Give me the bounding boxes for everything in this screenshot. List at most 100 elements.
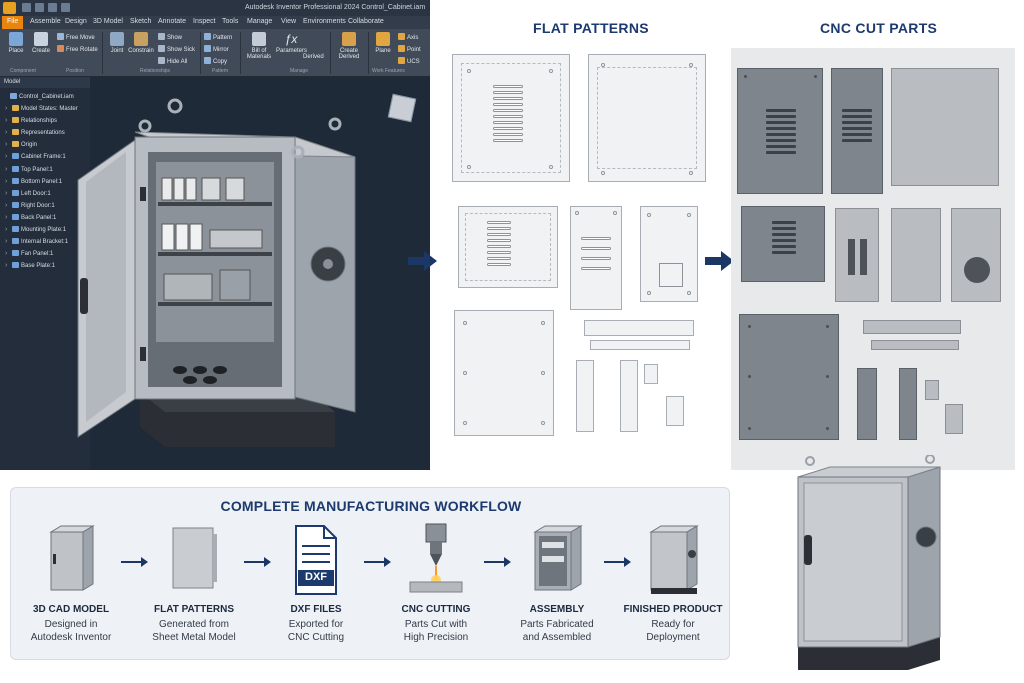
sheet-icon [172, 527, 217, 589]
function-fx-icon: ƒx [284, 32, 298, 46]
flat-pattern-clip [666, 396, 684, 426]
arrow-right-icon [604, 557, 631, 567]
tab-collaborate[interactable]: Collaborate [348, 18, 384, 25]
part-icon [12, 201, 19, 208]
save-icon[interactable] [48, 3, 57, 12]
tab-assemble[interactable]: Assemble [30, 18, 61, 25]
tab-tools[interactable]: Tools [222, 18, 239, 25]
door-handle [80, 278, 88, 314]
cnc-part-front-panel [737, 68, 823, 194]
folder-icon [12, 141, 19, 148]
part-icon [12, 238, 19, 245]
point-button[interactable]: Point [398, 45, 421, 53]
cnc-part-mounting-plate [835, 208, 879, 302]
copy-icon [204, 57, 211, 64]
mirror-button[interactable]: Mirror [204, 45, 229, 53]
free-rotate-button[interactable]: Free Rotate [57, 45, 98, 53]
tab-3d-model[interactable]: 3D Model [93, 18, 123, 25]
cnc-part-bracket [857, 368, 877, 440]
open-file-icon[interactable] [35, 3, 44, 12]
folder-icon [12, 117, 19, 124]
ribbon-tabs: File Assemble Design 3D Model Sketch Ann… [0, 16, 430, 29]
finished-cabinet [797, 455, 941, 670]
axis-button[interactable]: Axis [398, 33, 418, 41]
cnc-part-back-panel [891, 68, 999, 186]
laser-cutter-icon [409, 523, 463, 593]
joint-button[interactable]: Joint [104, 32, 130, 54]
tree-item-top-panel[interactable]: Top Panel:1 [2, 165, 90, 177]
part-icon [12, 189, 19, 196]
mirror-icon [204, 45, 211, 52]
model-tree: Control_Cabinet.iam Model States: Master… [0, 88, 90, 273]
tab-annotate[interactable]: Annotate [158, 18, 187, 25]
free-move-button[interactable]: Free Move [57, 33, 95, 41]
tree-item-representations[interactable]: Representations [2, 128, 90, 140]
create-button[interactable]: Create [28, 32, 54, 54]
part-icon [12, 250, 19, 257]
parameters-button[interactable]: ƒx Parameters [276, 32, 308, 54]
place-icon [9, 32, 23, 46]
tree-item-mounting-plate[interactable]: Mounting Plate:1 [2, 225, 90, 237]
tree-item-cabinet-frame[interactable]: Cabinet Frame:1 [2, 152, 90, 164]
part-icon [12, 226, 19, 233]
new-file-icon[interactable] [22, 3, 31, 12]
tree-item-left-door[interactable]: Left Door:1 [2, 189, 90, 201]
workflow-step-flat-patterns: FLAT PATTERNS Generated from Sheet Metal… [139, 520, 249, 644]
plane-icon [376, 32, 390, 46]
cabinet-3d-model[interactable] [60, 92, 360, 462]
tree-item-relationships[interactable]: Relationships [2, 116, 90, 128]
part-icon [12, 213, 19, 220]
tab-environments[interactable]: Environments [303, 18, 346, 25]
flat-pattern-rail [590, 340, 690, 350]
tab-manage[interactable]: Manage [247, 18, 273, 25]
undo-icon[interactable] [61, 3, 70, 12]
tree-item-internal-bracket[interactable]: Internal Bracket:1 [2, 237, 90, 249]
tree-root[interactable]: Control_Cabinet.iam [2, 92, 90, 104]
place-button[interactable]: Place [3, 32, 29, 54]
plane-button[interactable]: Plane [370, 32, 396, 54]
copy-button[interactable]: Copy [204, 57, 227, 65]
tab-inspect[interactable]: Inspect [193, 18, 216, 25]
tab-file[interactable]: File [2, 16, 24, 29]
show-sick-icon [158, 45, 165, 52]
assembly-icon [10, 93, 17, 99]
workflow-step-cnc-cutting: CNC CUTTING Parts Cut with High Precisio… [381, 520, 491, 644]
point-icon [398, 45, 405, 52]
hide-all-button[interactable]: Hide All [158, 57, 187, 65]
tree-item-fan-panel[interactable]: Fan Panel:1 [2, 249, 90, 261]
app-logo-icon[interactable] [3, 2, 16, 14]
cnc-part-bracket [899, 368, 917, 440]
open-cabinet-icon [533, 525, 583, 591]
tree-item-model-states[interactable]: Model States: Master [2, 104, 90, 116]
cabinet-icon [49, 525, 95, 591]
cnc-cut-parts-heading: CNC CUT PARTS [820, 20, 938, 36]
tab-sketch[interactable]: Sketch [130, 18, 152, 25]
tree-item-bottom-panel[interactable]: Bottom Panel:1 [2, 177, 90, 189]
tab-design[interactable]: Design [65, 18, 87, 25]
show-icon [158, 33, 165, 40]
show-button[interactable]: Show [158, 33, 182, 41]
flat-pattern-fan-panel [640, 206, 698, 302]
bill-of-materials-button[interactable]: Bill of Materials [246, 32, 272, 60]
cnc-part-fan-panel [951, 208, 1001, 302]
pattern-button[interactable]: Pattern [204, 33, 232, 41]
lifting-eye [328, 117, 342, 131]
pattern-icon [204, 33, 211, 40]
finished-cabinet-icon [649, 525, 699, 594]
constrain-button[interactable]: Constrain [128, 32, 154, 54]
ribbon-panel: Place Create Free Move Free Rotate Joint… [0, 29, 430, 77]
viewcube-icon[interactable] [387, 93, 417, 123]
dxf-file-icon [295, 525, 337, 595]
show-sick-button[interactable]: Show Sick [158, 45, 195, 53]
arrow-right-icon [244, 557, 271, 567]
arrow-right-icon [408, 251, 437, 271]
lifting-eye [291, 145, 305, 159]
tab-view[interactable]: View [281, 18, 297, 25]
create-derived-button[interactable]: Create Derived [334, 32, 364, 60]
tree-item-back-panel[interactable]: Back Panel:1 [2, 213, 90, 225]
tree-item-right-door[interactable]: Right Door:1 [2, 201, 90, 213]
tree-item-base-plate[interactable]: Base Plate:1 [2, 261, 90, 273]
tree-item-origin[interactable]: Origin [2, 140, 90, 152]
ucs-button[interactable]: UCS [398, 57, 420, 65]
cad-application-window: Autodesk Inventor Professional 2024 Cont… [0, 0, 430, 470]
